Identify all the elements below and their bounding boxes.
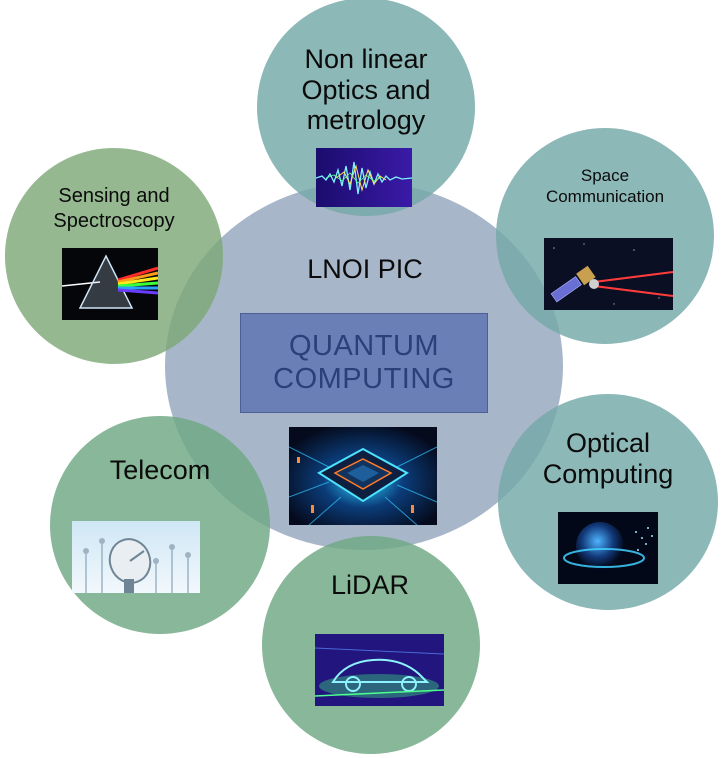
car-scan-icon xyxy=(315,634,444,706)
chip-icon xyxy=(289,427,437,525)
waveform-icon xyxy=(316,148,412,207)
optical-line2: Computing xyxy=(542,458,674,489)
telecom-label: Telecom xyxy=(109,455,211,485)
center-title: LNOI PIC xyxy=(307,254,423,284)
space-line2: Communication xyxy=(545,186,665,206)
optical-label: Optical Computing xyxy=(516,428,700,489)
quantum-box-line2: COMPUTING xyxy=(273,363,455,395)
space-line1: Space xyxy=(580,166,630,185)
lidar-label: LiDAR xyxy=(330,570,410,600)
optical-line1: Optical xyxy=(565,428,651,458)
satellite-laser-icon xyxy=(544,238,673,310)
antenna-dish-icon xyxy=(72,521,200,593)
sensing-line2: Spectroscopy xyxy=(53,210,175,232)
nonlinear-label: Non linear Optics and metrology xyxy=(262,44,470,136)
nonlinear-line2: Optics and xyxy=(301,74,431,105)
sensing-label: Sensing and Spectroscopy xyxy=(24,184,204,234)
earth-fiber-icon xyxy=(558,512,658,584)
nonlinear-line3: metrology xyxy=(306,105,426,135)
space-label: Space Communication xyxy=(520,166,690,207)
sensing-line1: Sensing and xyxy=(58,185,170,207)
quantum-box-line1: QUANTUM xyxy=(288,329,440,362)
nonlinear-line1: Non linear xyxy=(304,44,428,74)
prism-icon xyxy=(62,248,158,320)
quantum-computing-box: QUANTUM COMPUTING xyxy=(240,313,488,413)
space-communication-circle xyxy=(496,128,714,344)
